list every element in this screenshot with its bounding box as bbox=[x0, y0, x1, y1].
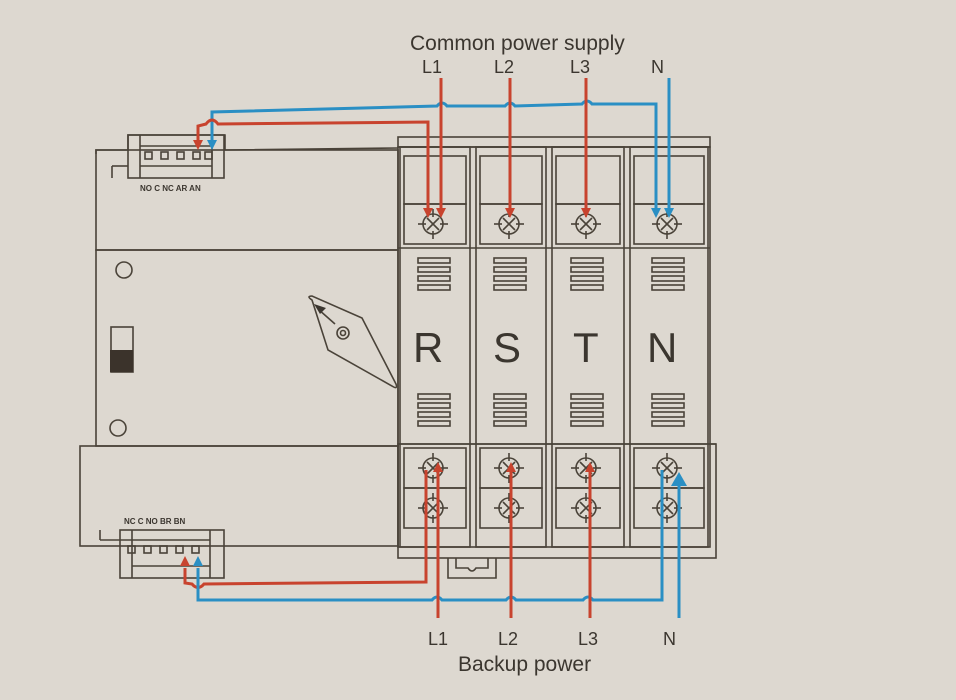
pole-top-cap-0 bbox=[403, 155, 467, 205]
pole-label-n: N bbox=[647, 324, 677, 371]
vent-slot bbox=[651, 411, 685, 418]
vent-slot bbox=[651, 257, 685, 264]
common-neutral-to-aux-wire bbox=[210, 99, 658, 215]
backup-power-title: Backup power bbox=[458, 653, 591, 676]
toggle-switch-icon[interactable] bbox=[110, 326, 134, 373]
din-rail-clip bbox=[447, 558, 497, 579]
pole-top-cap-2 bbox=[555, 155, 621, 205]
bottom-aux-block bbox=[119, 529, 225, 579]
vent-slot bbox=[417, 411, 451, 418]
backup-l1-to-aux-wire bbox=[183, 470, 428, 589]
vent-slot bbox=[417, 284, 451, 291]
terminal-screw-icon bbox=[652, 209, 682, 239]
vent-slot bbox=[570, 266, 604, 273]
terminal-screw-icon bbox=[494, 493, 524, 523]
terminal-screw-icon bbox=[571, 453, 601, 483]
vent-slot bbox=[651, 275, 685, 282]
pole-column-2 bbox=[551, 146, 625, 548]
vent-slot bbox=[417, 266, 451, 273]
vent-slot bbox=[493, 257, 527, 264]
top-phase-n-label: N bbox=[651, 57, 664, 77]
vent-slot bbox=[570, 284, 604, 291]
vent-slot bbox=[570, 411, 604, 418]
vent-slot bbox=[493, 275, 527, 282]
pole-label-r: R bbox=[413, 324, 443, 371]
backup-power-wiring bbox=[180, 462, 687, 618]
pole-top-terminal-box-2 bbox=[555, 203, 621, 245]
common-supply-wiring bbox=[193, 78, 674, 218]
pole-top-terminal-box-0 bbox=[403, 203, 467, 245]
top-aux-terminal-labels: NO C NC AR AN bbox=[140, 184, 201, 193]
pole-bottom-terminal-box-3 bbox=[633, 447, 705, 489]
terminal-screw-icon bbox=[418, 453, 448, 483]
vent-slot bbox=[570, 402, 604, 409]
vent-slot bbox=[417, 393, 451, 400]
terminal-screw-icon bbox=[571, 493, 601, 523]
pole-label-t: T bbox=[573, 324, 599, 371]
rotary-handle-icon[interactable] bbox=[308, 295, 398, 389]
vent-slot bbox=[493, 411, 527, 418]
vent-slot bbox=[570, 420, 604, 427]
pole-bottom-terminal-box2-3 bbox=[633, 487, 705, 529]
vent-slot bbox=[417, 257, 451, 264]
vent-slot bbox=[651, 402, 685, 409]
common-l1-to-aux-wire bbox=[196, 118, 430, 215]
top-aux-terminals bbox=[144, 151, 213, 160]
terminal-screw-icon bbox=[418, 209, 448, 239]
indicator-light-bottom bbox=[109, 419, 127, 437]
vent-slot bbox=[570, 393, 604, 400]
common-power-supply-title: Common power supply bbox=[410, 32, 625, 55]
vent-slot bbox=[651, 266, 685, 273]
bottom-phase-l2-label: L2 bbox=[498, 629, 518, 649]
pole-bottom-terminal-box2-2 bbox=[555, 487, 621, 529]
vent-slot bbox=[651, 420, 685, 427]
indicator-light-top bbox=[115, 261, 133, 279]
bottom-phase-n-label: N bbox=[663, 629, 676, 649]
vent-slot bbox=[493, 266, 527, 273]
vent-slot bbox=[417, 275, 451, 282]
left-bottom-section bbox=[79, 445, 399, 547]
bottom-phase-l1-label: L1 bbox=[428, 629, 448, 649]
vent-slot bbox=[651, 393, 685, 400]
terminal-screw-icon bbox=[418, 493, 448, 523]
left-middle-section bbox=[95, 249, 399, 447]
vent-slot bbox=[417, 420, 451, 427]
vent-slot bbox=[493, 393, 527, 400]
bottom-phase-l3-label: L3 bbox=[578, 629, 598, 649]
vent-slot bbox=[493, 402, 527, 409]
pole-block-bottom bbox=[397, 443, 717, 559]
vent-slot bbox=[493, 284, 527, 291]
top-aux-block bbox=[127, 134, 225, 179]
vent-slot bbox=[570, 257, 604, 264]
top-phase-l3-label: L3 bbox=[570, 57, 590, 77]
pole-label-s: S bbox=[493, 324, 521, 371]
pole-block-top-rail bbox=[397, 136, 711, 148]
pole-column-0 bbox=[399, 146, 471, 548]
vent-slot bbox=[417, 402, 451, 409]
vent-slot bbox=[651, 284, 685, 291]
backup-neutral-to-aux-wire bbox=[196, 470, 664, 602]
top-phase-l1-label: L1 bbox=[422, 57, 442, 77]
left-top-section bbox=[95, 149, 399, 251]
pole-bottom-terminal-box2-0 bbox=[403, 487, 467, 529]
vent-slot bbox=[493, 420, 527, 427]
bottom-aux-terminal-labels: NC C NO BR BN bbox=[124, 517, 186, 526]
vent-slot bbox=[570, 275, 604, 282]
top-phase-l2-label: L2 bbox=[494, 57, 514, 77]
bottom-aux-terminals bbox=[127, 545, 200, 554]
